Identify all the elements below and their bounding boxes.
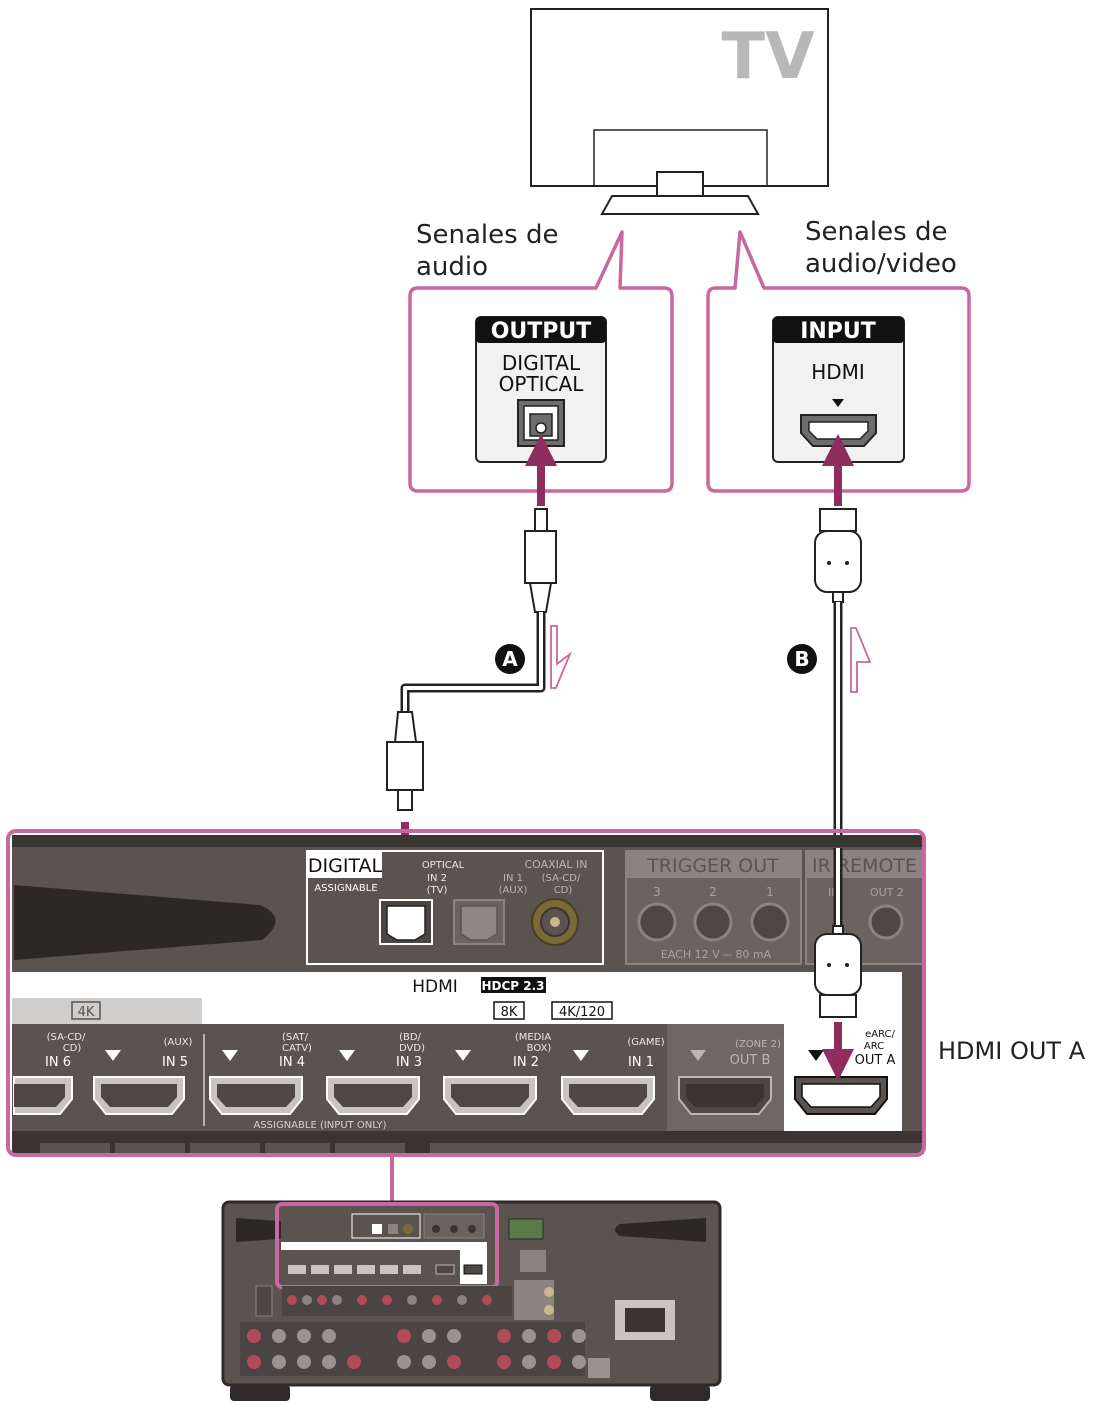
svg-text:eARC/: eARC/ [865,1029,895,1040]
hdmi-in5-label: IN 5 [162,1055,188,1070]
output-header-bg [476,317,606,343]
hdmi-header [12,972,902,998]
optical-port-hole [535,422,547,434]
tv-screen [530,8,829,187]
hdmi-outb-label: OUT B [730,1053,771,1068]
receiver-foot-right [650,1385,710,1401]
svg-text:3: 3 [653,885,661,899]
svg-text:OPTICAL: OPTICAL [422,860,465,871]
hdmi-out-a-caption: HDMI OUT A [938,1037,1086,1065]
tv-stand-outline [593,129,768,186]
svg-text:BOX): BOX) [527,1043,552,1054]
svg-text:(TV): (TV) [427,885,448,896]
digital-label: DIGITAL [308,855,383,877]
tv-stand-neck [656,171,704,197]
svg-text:CATV): CATV) [282,1043,312,1054]
svg-text:OUT 2: OUT 2 [870,886,904,899]
receiver-overview [221,1200,722,1401]
svg-text:(SA-CD/: (SA-CD/ [47,1032,86,1043]
receiver-foot-left [230,1385,290,1401]
input-header-bg [773,317,904,343]
hdmi-port-inner [808,421,869,440]
mini-antenna-right [615,1218,706,1242]
svg-text:IN 1: IN 1 [503,873,523,884]
svg-text:(AUX): (AUX) [164,1037,193,1048]
assignable-input-only: ASSIGNABLE (INPUT ONLY) [253,1120,386,1131]
label-b: B [794,647,809,671]
receiver-closeup: DIGITAL ASSIGNABLE OPTICAL IN 2 (TV) COA… [12,835,925,1154]
svg-text:DVD): DVD) [399,1043,425,1054]
optical-tip-top [534,508,548,532]
svg-text:(BD/: (BD/ [399,1032,421,1043]
tv-stand-base [600,195,760,215]
ir-remote-label: IR REMOTE [812,855,917,877]
hdmi-in2-label: IN 2 [513,1055,539,1070]
signal-arrow-a [550,625,573,689]
mini-speaker-terminals [240,1322,585,1376]
svg-text:(ZONE 2): (ZONE 2) [735,1039,781,1050]
closeup-frame [6,829,926,1157]
assignable-label: ASSIGNABLE [314,883,377,894]
label-b-badge [787,644,817,674]
svg-text:(AUX): (AUX) [499,885,528,896]
svg-text:1: 1 [766,885,774,899]
audio-signals-line2: audio [416,252,488,282]
antenna [14,885,276,960]
optical-tip-bottom [397,789,413,811]
audio-signals-line1: Senales de [416,220,558,250]
svg-text:(SA-CD/: (SA-CD/ [542,873,581,884]
optical-cable [386,508,557,811]
svg-text:2: 2 [709,885,717,899]
hdmi-plug-over-receiver [814,848,862,1018]
output-header: OUTPUT [491,319,592,344]
hdmi-section-label: HDMI [412,977,458,997]
ir-out2-jack [868,904,904,940]
optical-boot-bottom [393,711,418,743]
trigger-spec: EACH 12 V ⎓ 80 mA [661,948,772,961]
input-hdmi-label: HDMI [811,360,865,384]
trigger-jack-1 [750,902,790,942]
optical-cable-core [403,612,543,712]
hdmi-tip-top [819,508,857,532]
svg-text:(GAME): (GAME) [627,1037,664,1048]
badge-4k120: 4K/120 [559,1005,605,1020]
hdcp-badge: HDCP 2.3 [481,979,544,993]
svg-text:CD): CD) [554,885,573,896]
triangle-icon [832,399,844,407]
svg-text:CD): CD) [63,1043,82,1054]
optical-plug-top [524,530,557,584]
trigger-jack-3 [637,902,677,942]
optical-plug-bottom [386,741,424,791]
trigger-jack-2 [693,902,733,942]
hdmi-in1-label: IN 1 [628,1055,654,1070]
output-line2: OPTICAL [499,372,585,396]
tv-output-panel: OUTPUT DIGITAL OPTICAL [475,316,607,463]
svg-text:IN 2: IN 2 [427,873,447,884]
trigger-out-label: TRIGGER OUT [646,855,779,877]
badge-4k: 4K [78,1005,95,1020]
tv: TV [530,8,829,215]
label-a-badge [495,644,525,674]
tv-input-panel: INPUT HDMI [772,316,905,463]
svg-text:COAXIAL IN: COAXIAL IN [524,858,587,871]
optical-boot-top [528,582,553,613]
av-signals-line2: audio/video [805,249,957,279]
hdmi-in6-label: IN 6 [45,1055,71,1070]
hdmi-outa-label: OUT A [855,1053,896,1068]
hdmi-in4-label: IN 4 [279,1055,305,1070]
tv-label: TV [721,20,815,94]
svg-text:(MEDIA: (MEDIA [515,1032,551,1043]
input-header: INPUT [800,319,876,344]
signal-arrow-b [850,627,872,693]
output-line1: DIGITAL [502,351,581,375]
hdmi-plug-top [814,530,862,593]
av-signals-line1: Senales de [805,217,947,247]
svg-text:(SAT/: (SAT/ [282,1032,309,1043]
mini-serial-port [508,1218,544,1240]
svg-text:ARC: ARC [864,1041,884,1052]
badge-8k: 8K [501,1005,518,1020]
hdmi-in3-label: IN 3 [396,1055,422,1070]
label-a: A [502,647,518,671]
